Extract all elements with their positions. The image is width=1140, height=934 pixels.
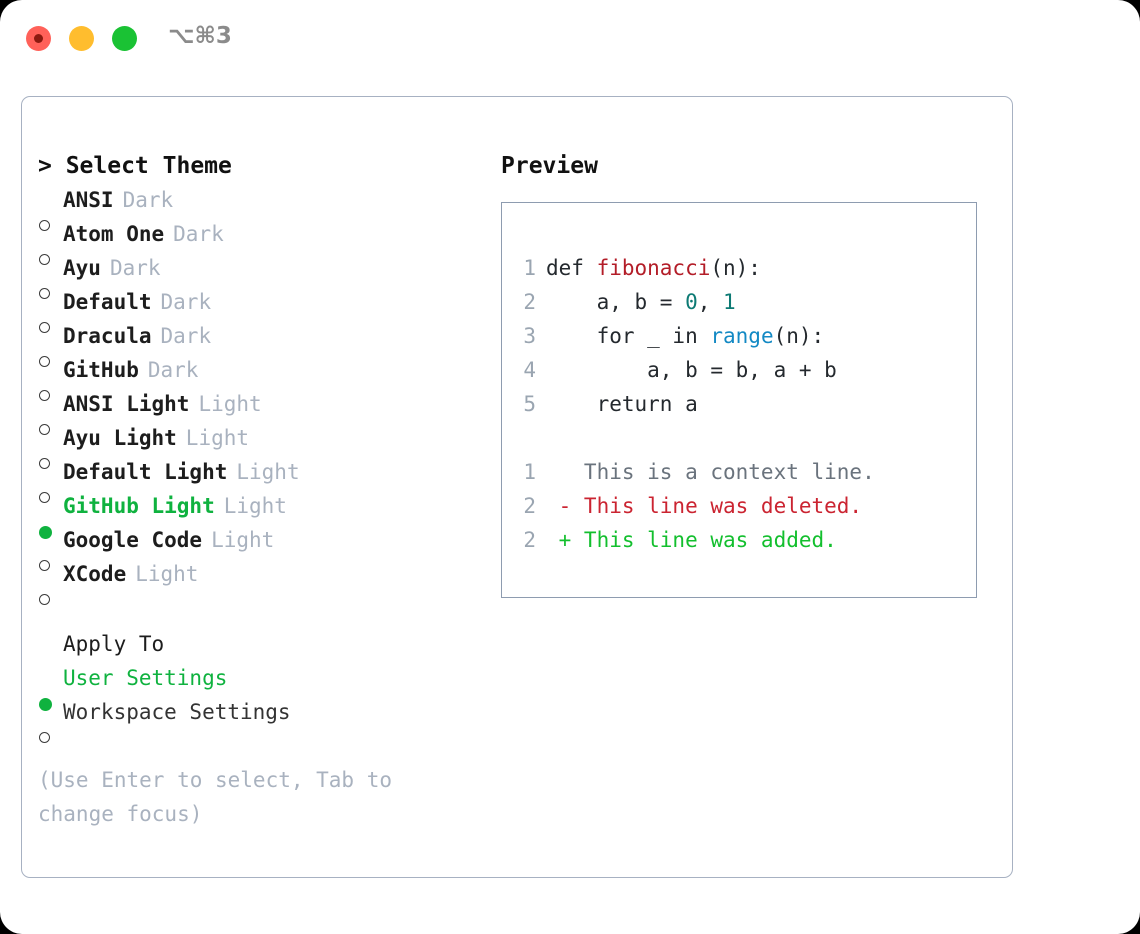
title-bar: ⌥⌘3 — [0, 0, 1140, 76]
code-token-plain: a, b = b, a + b — [546, 358, 837, 382]
theme-option-default-light[interactable]: Default Light Light — [38, 455, 488, 503]
theme-variant-tag: Dark — [109, 256, 161, 280]
line-number: 1 — [523, 256, 536, 280]
keyboard-hint-text: (Use Enter to select, Tab to change focu… — [38, 768, 393, 826]
code-line: 2 a, b = 0, 1 — [502, 285, 976, 319]
theme-option-github-light[interactable]: GitHub Light Light — [38, 489, 488, 539]
code-text: return a — [546, 387, 698, 421]
code-token-plain: (n): — [773, 324, 825, 348]
select-theme-heading: > Select Theme — [38, 153, 232, 179]
code-token-plain: for _ in — [546, 324, 711, 348]
line-number: 5 — [523, 392, 536, 416]
code-text: def fibonacci(n): — [546, 251, 761, 285]
line-number: 2 — [523, 290, 536, 314]
theme-variant-tag: Dark — [122, 188, 174, 212]
theme-option-google-code[interactable]: Google Code Light — [38, 523, 488, 571]
theme-name: Ayu — [63, 256, 101, 280]
theme-variant-tag: Light — [198, 392, 262, 416]
diff-text: - This line was deleted. — [546, 494, 863, 518]
theme-name: ANSI — [63, 188, 114, 212]
code-token-fn: fibonacci — [596, 256, 711, 280]
theme-name: Ayu Light — [63, 426, 177, 450]
theme-name: Google Code — [63, 528, 203, 552]
theme-variant-tag: Dark — [173, 222, 224, 246]
diff-line-del: 2 - This line was deleted. — [502, 489, 976, 523]
traffic-lights — [26, 26, 137, 51]
theme-variant-tag: Dark — [147, 358, 199, 382]
apply-to-label: User Settings — [63, 666, 228, 690]
theme-name: Default — [63, 290, 152, 314]
theme-option-ayu[interactable]: Ayu Dark — [38, 251, 488, 299]
theme-name: XCode — [63, 562, 127, 586]
theme-variant-tag: Light — [223, 494, 287, 518]
code-line: 5 return a — [502, 387, 976, 421]
theme-variant-tag: Light — [135, 562, 199, 586]
theme-option-ansi-light[interactable]: ANSI Light Light — [38, 387, 488, 435]
theme-option-default[interactable]: Default Dark — [38, 285, 488, 333]
preview-heading: Preview — [501, 153, 598, 179]
close-button[interactable] — [26, 26, 51, 51]
theme-option-ayu-light[interactable]: Ayu Light Light — [38, 421, 488, 469]
theme-name: GitHub — [63, 358, 139, 382]
apply-to-label: Workspace Settings — [63, 700, 291, 724]
theme-name: Dracula — [63, 324, 152, 348]
diff-text: This is a context line. — [546, 460, 875, 484]
theme-variant-tag: Light — [211, 528, 275, 552]
theme-name: Atom One — [63, 222, 165, 246]
code-token-plain: a, b = — [546, 290, 686, 314]
code-line: 1 def fibonacci(n): — [502, 251, 976, 285]
theme-name: Default Light — [63, 460, 228, 484]
code-token-plain: , — [697, 290, 724, 314]
minimize-button[interactable] — [69, 26, 94, 51]
theme-name: ANSI Light — [63, 392, 190, 416]
theme-option-atom-one[interactable]: Atom One Dark — [38, 217, 488, 265]
diff-line-add: 2 + This line was added. — [502, 523, 976, 557]
line-number: 4 — [523, 358, 536, 382]
code-token-plain: (n): — [710, 256, 761, 280]
keyboard-shortcut-label: ⌥⌘3 — [168, 23, 232, 49]
code-token-num: 1 — [723, 290, 736, 314]
code-line: 4 a, b = b, a + b — [502, 353, 976, 387]
apply-to-option-user-settings[interactable]: User Settings — [38, 661, 488, 711]
code-diff-spacer — [502, 421, 976, 455]
line-number: 3 — [523, 324, 536, 348]
theme-variant-tag: Light — [236, 460, 300, 484]
diff-text: + This line was added. — [546, 528, 837, 552]
apply-to-option-workspace-settings[interactable]: Workspace Settings — [38, 695, 488, 743]
theme-name: GitHub Light — [63, 494, 215, 518]
theme-variant-tag: Dark — [160, 290, 212, 314]
code-token-num: 0 — [685, 290, 698, 314]
line-number: 2 — [523, 494, 536, 518]
theme-variant-tag: Dark — [160, 324, 212, 348]
diff-sample: 1 This is a context line.2 - This line w… — [502, 455, 976, 557]
code-token-call: range — [710, 324, 774, 348]
code-text: a, b = b, a + b — [546, 353, 837, 387]
theme-option-ansi[interactable]: ANSI Dark — [38, 183, 488, 231]
code-line: 3 for _ in range(n): — [502, 319, 976, 353]
code-text: for _ in range(n): — [546, 319, 825, 353]
code-token-plain: def — [546, 256, 597, 280]
theme-option-dracula[interactable]: Dracula Dark — [38, 319, 488, 367]
zoom-button[interactable] — [112, 26, 137, 51]
theme-variant-tag: Light — [185, 426, 250, 450]
apply-to-heading: Apply To — [63, 632, 165, 656]
diff-line-ctx: 1 This is a context line. — [502, 455, 976, 489]
code-text: a, b = 0, 1 — [546, 285, 736, 319]
line-number: 2 — [523, 528, 536, 552]
theme-option-xcode[interactable]: XCode Light — [38, 557, 488, 605]
line-number: 1 — [523, 460, 536, 484]
code-token-plain: return a — [546, 392, 698, 416]
theme-option-github[interactable]: GitHub Dark — [38, 353, 488, 401]
